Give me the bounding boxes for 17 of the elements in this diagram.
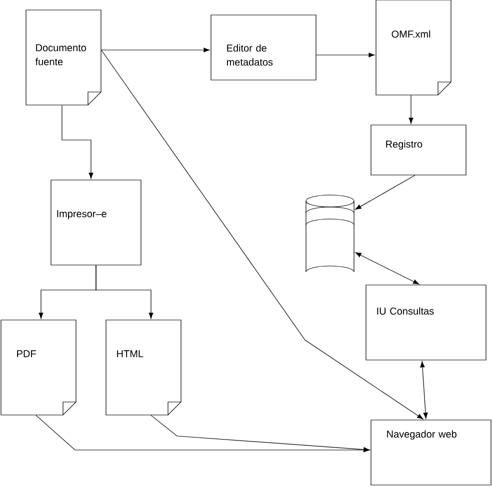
arrow <box>101 50 424 420</box>
database-cylinder <box>306 194 354 272</box>
arrow <box>150 415 370 452</box>
arrow <box>36 415 370 452</box>
process-box: IU Consultas <box>366 284 486 360</box>
arrow <box>96 265 154 319</box>
process-box: Registro <box>370 124 466 176</box>
arrow <box>62 105 94 179</box>
process-box: Editor de metadatos <box>210 14 316 80</box>
process-box: Navegador web <box>370 420 492 486</box>
arrow <box>355 175 416 210</box>
arrow <box>355 252 420 284</box>
arrow <box>101 48 210 52</box>
arrow <box>408 95 414 124</box>
arrow <box>316 52 375 58</box>
arrow <box>420 361 428 419</box>
process-box: Impresor–e <box>50 180 142 266</box>
